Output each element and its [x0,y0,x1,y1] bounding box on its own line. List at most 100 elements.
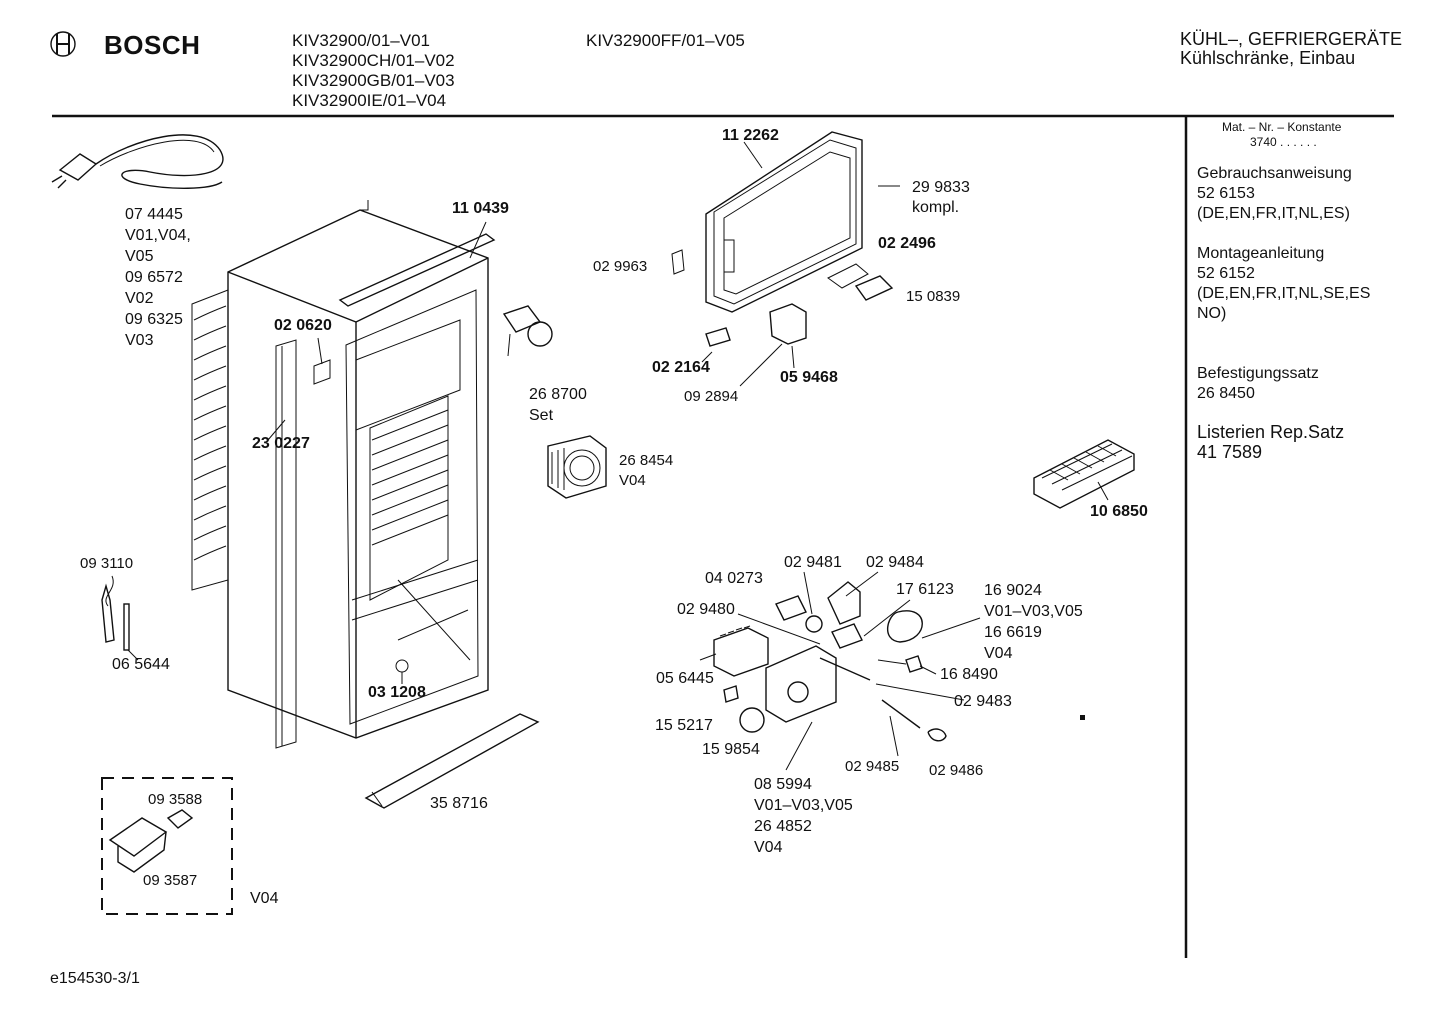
part-label: 04 0273 [705,570,763,587]
bracket-icon [313,337,331,385]
part-label: 06 5644 [112,656,170,673]
part-variant: V04 [984,645,1013,662]
sidebar-block-line: 41 7589 [1197,442,1263,462]
brand-wordmark: BOSCH [104,30,201,60]
part-label: 02 9486 [929,762,984,779]
part-label: 02 9481 [784,554,842,571]
part-label: 09 3587 [143,872,198,889]
part-label: 02 9963 [593,258,648,275]
part-note: Set [529,407,554,424]
part-variant: V01,V04, [125,227,191,244]
part-label: 09 3588 [148,791,203,808]
part-label-lamp: 26 8700 Set [529,384,587,426]
part-number: 09 6572 [125,269,183,286]
sidebar-block-repair-kit: Listerien Rep.Satz 41 7589 [1197,422,1344,462]
mat-value: 3740 . . . . . . [1250,135,1317,149]
model-number: KIV32900CH/01–V02 [292,51,455,70]
sidebar-block-line: 52 6153 [1197,185,1255,202]
part-number: 08 5994 [754,776,812,793]
model-number: KIV32900/01–V01 [292,31,431,50]
sidebar-block-manual: Gebrauchsanweisung 52 6153 (DE,EN,FR,IT,… [1197,164,1352,224]
part-label: 02 0620 [274,317,332,334]
model-list: KIV32900/01–V01 KIV32900CH/01–V02 KIV329… [292,31,455,111]
part-label-switch: 16 9024 V01–V03,V05 16 6619 V04 [984,580,1083,664]
part-number: 26 8700 [529,386,587,403]
part-label: 10 6850 [1090,503,1148,520]
part-label-cord: 07 4445 V01,V04, V05 09 6572 V02 09 6325… [125,204,191,351]
part-label-fan: 26 8454 V04 [619,451,673,491]
part-number: 09 6325 [125,311,183,328]
fan-icon [547,435,607,499]
dot-mark [1080,715,1085,720]
part-label: 02 9480 [677,601,735,618]
part-label: 16 8490 [940,666,998,683]
hinge-icon [671,249,894,387]
part-number: 26 4852 [754,818,812,835]
sidebar-block-line: NO) [1197,305,1227,322]
mat-header: Mat. – Nr. – Konstante [1222,120,1342,134]
category-title: KÜHL–, GEFRIERGERÄTE Kühlschränke, Einba… [1180,30,1402,68]
part-number: 16 6619 [984,624,1042,641]
part-number: 29 9833 [912,179,970,196]
part-label: 03 1208 [368,684,426,701]
part-variant: V04 [754,839,783,856]
part-label: 15 5217 [655,717,713,734]
part-label: 09 3110 [80,555,134,572]
model-number: KIV32900IE/01–V04 [292,91,447,110]
part-label: 11 2262 [722,127,779,144]
part-label: 15 0839 [906,288,961,305]
part-label: 11 0439 [452,200,509,217]
screw-icon [395,659,409,684]
part-label: 02 9484 [866,554,924,571]
part-variant: V02 [125,290,154,307]
thermostat-assembly-icon [699,571,981,771]
sidebar-block-installation: Montageanleitung 52 6152 (DE,EN,FR,IT,NL… [1197,244,1370,324]
category-line: KÜHL–, GEFRIERGERÄTE [1180,29,1403,49]
condenser-coil-icon [191,289,229,591]
sidebar-block-title: Befestigungssatz [1197,365,1319,382]
part-number: 07 4445 [125,206,183,223]
part-number: 26 8454 [619,452,674,469]
part-label: 35 8716 [430,795,488,812]
sidebar-block-line: 52 6152 [1197,265,1255,282]
part-label: 05 9468 [780,369,838,386]
refrigerator-cabinet-icon [227,200,489,749]
document-id: e154530-3/1 [50,970,140,987]
part-label: 02 2496 [878,235,936,252]
sidebar-block-title: Gebrauchsanweisung [1197,165,1352,182]
part-variant: V01–V03,V05 [754,797,853,814]
sidebar-block-mounting-kit: Befestigungssatz 26 8450 [1197,364,1319,404]
part-variant: V04 [619,472,646,489]
sidebar-block-title: Listerien Rep.Satz [1197,422,1345,442]
part-label: 02 9485 [845,758,900,775]
top-rail-icon [338,221,496,307]
part-label: 23 0227 [252,435,310,452]
part-label: 05 6445 [656,670,714,687]
freezer-door-icon [705,131,900,313]
sensor-icon [101,575,139,661]
sidebar-block-line: 26 8450 [1197,385,1255,402]
lamp-holder-icon [502,305,553,357]
sidebar-block-line: (DE,EN,FR,IT,NL,ES) [1197,205,1350,222]
part-label: 15 9854 [702,741,760,758]
part-label: 17 6123 [896,581,954,598]
part-label-door: 29 9833 kompl. [912,178,970,218]
part-label: 02 2164 [652,359,710,376]
sidebar-block-line: (DE,EN,FR,IT,NL,SE,ES [1197,285,1371,302]
junction-box-icon [108,809,194,873]
category-line: Kühlschränke, Einbau [1180,48,1356,68]
part-label: 09 2894 [684,388,739,405]
part-label: 02 9483 [954,693,1012,710]
bottom-cover-icon [364,713,540,809]
power-cord-icon [51,134,224,189]
model-number: KIV32900GB/01–V03 [292,71,455,90]
bosch-armature-icon [50,31,76,57]
sidebar-block-title: Montageanleitung [1197,245,1325,262]
part-variant: V01–V03,V05 [984,603,1083,620]
part-variant: V03 [125,332,154,349]
part-note: kompl. [912,199,960,216]
part-variant: V05 [125,248,154,265]
part-number: 16 9024 [984,582,1042,599]
ice-tray-icon [1033,439,1135,509]
